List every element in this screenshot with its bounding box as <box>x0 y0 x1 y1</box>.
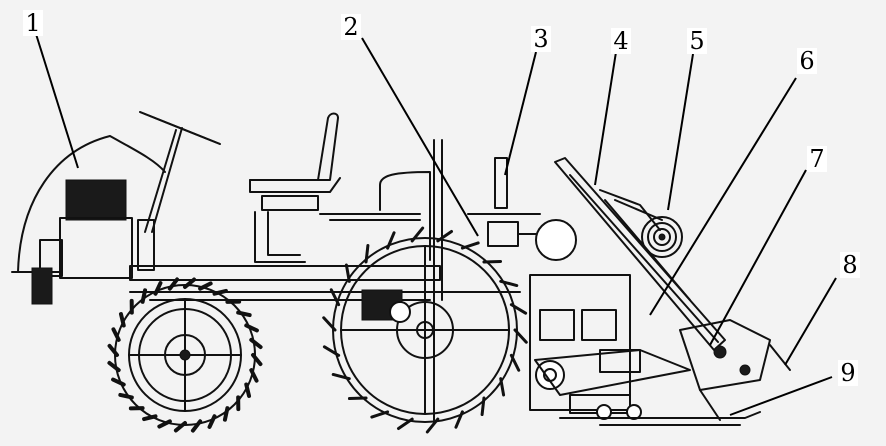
tread-lug <box>236 310 252 318</box>
callout-2: 2 <box>341 14 361 40</box>
tread-lug <box>107 343 119 357</box>
tread-lug <box>140 288 148 304</box>
main-frame <box>129 139 521 421</box>
tread-lug <box>173 421 187 433</box>
callout-7: 7 <box>807 146 827 172</box>
tread-lug <box>107 360 121 373</box>
tread-lug <box>513 328 528 344</box>
callout-1: 1 <box>23 10 43 36</box>
gearbox <box>361 289 411 323</box>
tread-lug <box>222 406 230 422</box>
tread-lug <box>460 241 480 250</box>
callout-6: 6 <box>797 48 817 74</box>
tread-lug <box>509 303 528 315</box>
tread-lug <box>244 382 252 398</box>
tread-lug <box>499 279 519 288</box>
tread-lug <box>499 377 506 397</box>
tread-lug <box>370 410 390 419</box>
tread-lug <box>331 372 351 381</box>
tread-lug <box>425 417 440 434</box>
tread-lug <box>251 353 263 367</box>
tread-lug <box>249 368 259 383</box>
tread-lug <box>167 277 180 291</box>
tread-lug <box>142 414 158 422</box>
callout-9: 9 <box>838 360 858 386</box>
tread-lug <box>249 337 263 350</box>
tread-lug <box>329 288 341 307</box>
callout-8: 8 <box>840 252 860 278</box>
tread-lug <box>157 419 172 429</box>
rear-lug-wheel <box>322 226 528 434</box>
tread-lug <box>482 259 503 264</box>
callout-4: 4 <box>611 28 631 54</box>
tread-lug <box>244 323 259 333</box>
tread-lug <box>183 277 197 289</box>
tread-lug <box>410 226 425 243</box>
tread-lug <box>344 263 351 283</box>
belt-roll <box>614 199 683 258</box>
tread-lug <box>207 414 217 429</box>
tread-lug <box>454 410 464 429</box>
float-plate <box>559 411 761 426</box>
tread-lug <box>322 316 337 332</box>
front-wheel <box>107 277 263 433</box>
tread-lug <box>212 288 228 296</box>
tread-lug <box>436 230 453 243</box>
seedling-tray <box>554 157 726 351</box>
callout-3: 3 <box>531 26 551 52</box>
tread-lug <box>118 312 126 328</box>
seat <box>249 112 341 263</box>
tread-lug <box>190 419 203 433</box>
tread-lug <box>198 281 213 291</box>
tread-lug <box>118 392 134 400</box>
control-lever <box>467 157 577 261</box>
planting-mechanism <box>679 319 791 421</box>
planting-housing <box>529 274 691 420</box>
tread-lug <box>111 377 126 387</box>
tread-lug <box>364 243 370 264</box>
tread-lug <box>397 417 414 430</box>
callout-5: 5 <box>687 28 707 54</box>
steering-wheel <box>137 111 221 271</box>
leader-lines <box>35 33 837 416</box>
tread-lug <box>322 345 341 357</box>
tread-lug <box>111 327 121 342</box>
tread-lug <box>509 353 521 372</box>
engine-hood <box>11 135 166 305</box>
tread-lug <box>347 396 368 401</box>
tread-lug <box>480 396 486 417</box>
tread-lug <box>153 281 163 296</box>
tread-lug <box>386 231 396 250</box>
